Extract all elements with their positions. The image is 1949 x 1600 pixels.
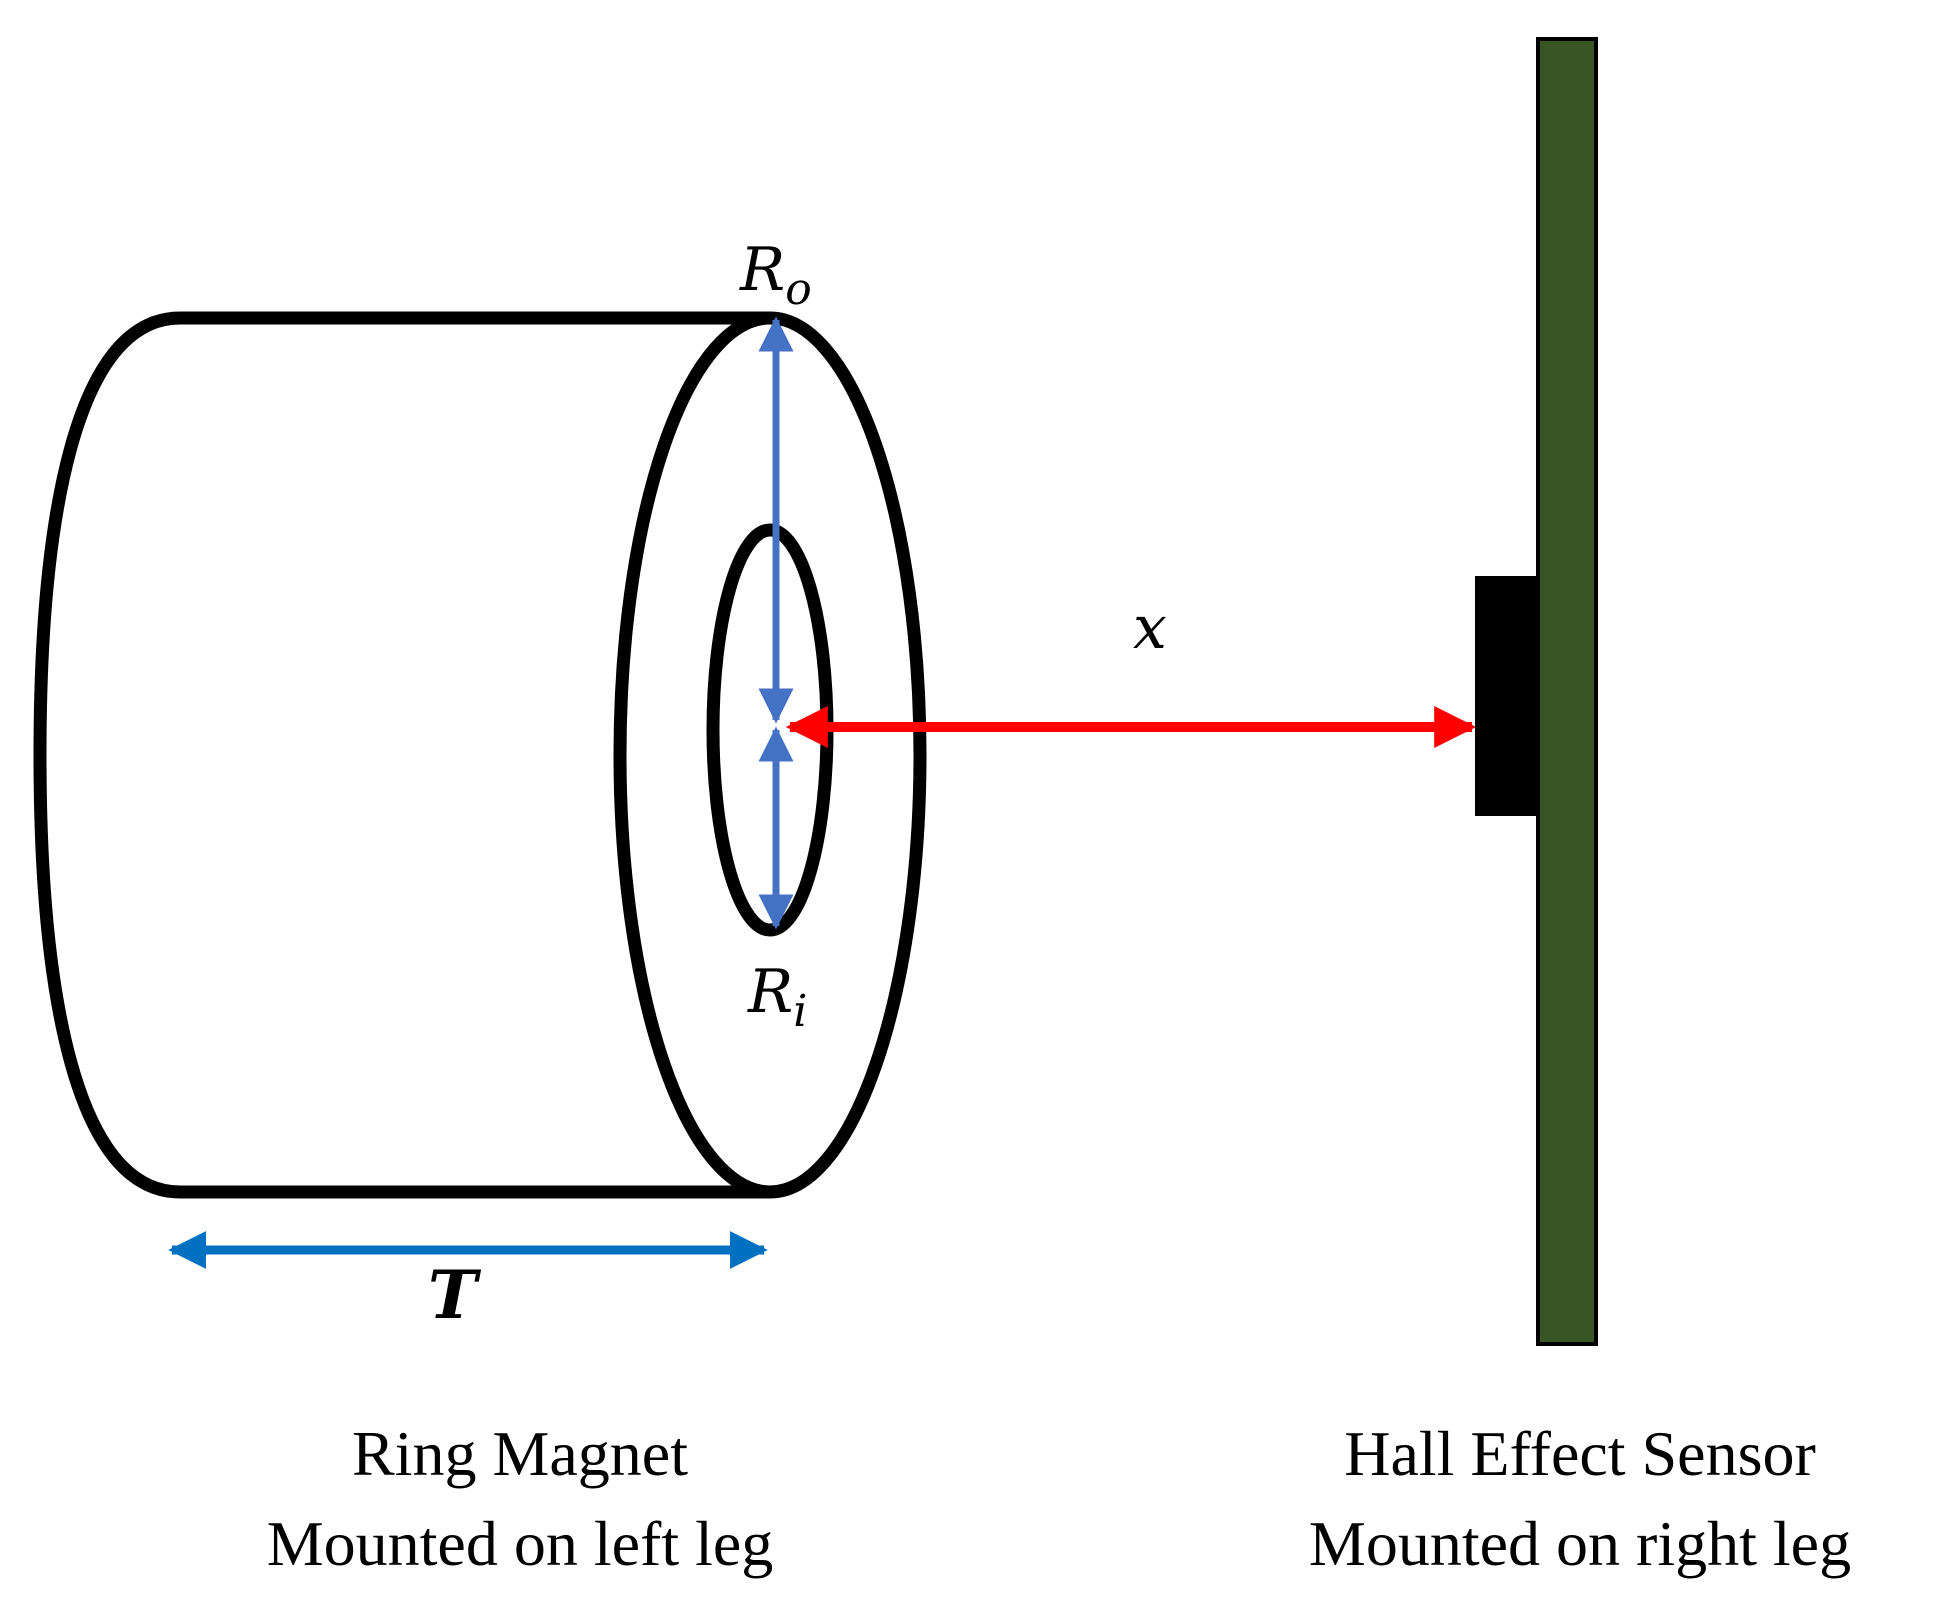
sensor-board bbox=[1536, 37, 1598, 1346]
sensor-caption-line2: Mounted on right leg bbox=[1309, 1508, 1851, 1579]
magnet-caption-line2: Mounted on left leg bbox=[267, 1508, 774, 1579]
ring-magnet bbox=[33, 311, 927, 1199]
sensor-caption-line1: Hall Effect Sensor bbox=[1344, 1418, 1816, 1489]
sensor-chip bbox=[1475, 576, 1538, 816]
magnet-caption-line1: Ring Magnet bbox=[352, 1418, 688, 1489]
cylinder-back-outline bbox=[33, 311, 770, 1199]
thickness-label: T bbox=[428, 1256, 482, 1334]
outer-radius-label: Ro bbox=[739, 235, 812, 315]
distance-label: x bbox=[1133, 593, 1167, 663]
hall-effect-sensor bbox=[1475, 37, 1598, 1346]
inner-radius-label: Ri bbox=[747, 957, 807, 1037]
